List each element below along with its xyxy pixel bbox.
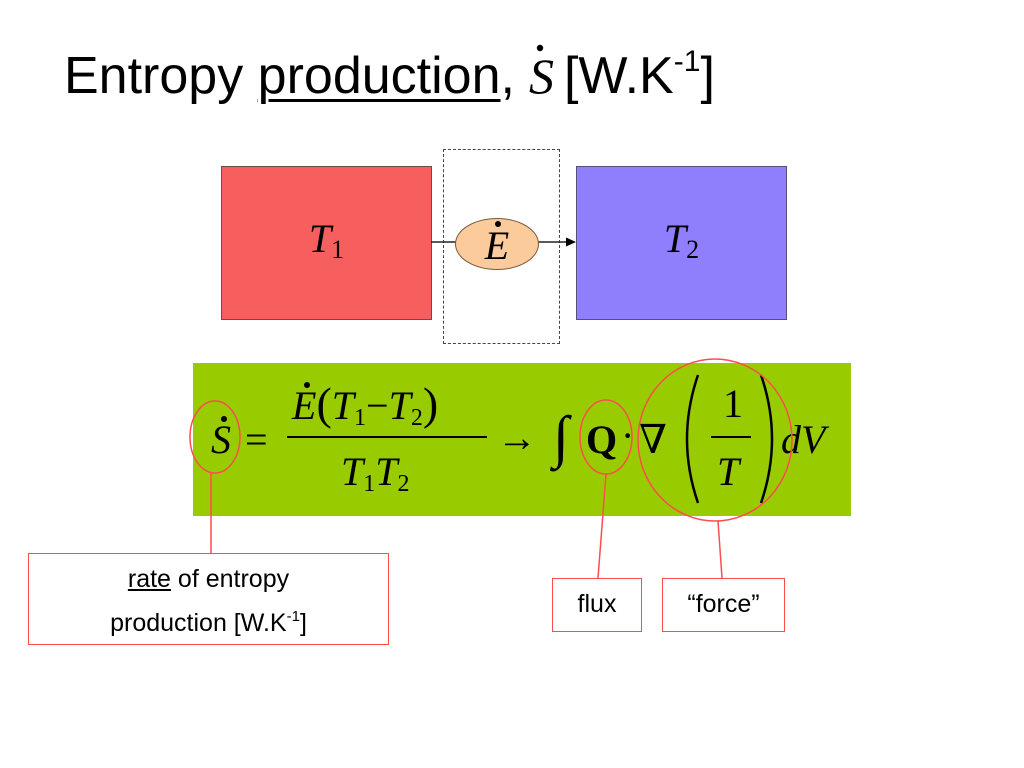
eq-num-minus: −	[366, 383, 389, 428]
title-text: Entropy	[64, 47, 258, 105]
note-rate-underlined: rate	[127, 565, 171, 593]
note-rate-close: ]	[299, 609, 307, 637]
title-unit-exponent: -1	[673, 45, 701, 78]
cold-temp-sub: 2	[686, 235, 700, 264]
energy-flow-symbol: E	[484, 221, 510, 268]
eq-num-t1: T	[331, 383, 355, 428]
eq-den-t2: T	[375, 449, 398, 494]
note-rate-exponent: -1	[286, 608, 300, 625]
title-dot-mark	[536, 44, 544, 52]
control-volume-boundary	[443, 149, 560, 344]
note-entropy-rate: rate of entropy production [W.K-1]	[28, 553, 389, 645]
energy-dot-mark	[494, 221, 501, 227]
eq-big-right-paren	[759, 374, 774, 504]
eq-equals: =	[245, 417, 268, 462]
eq-arrow: →	[497, 415, 537, 460]
eq-num-t2-sub: 2	[410, 405, 423, 431]
page-title: Entropy production,S[W.K-1]	[64, 30, 715, 108]
eq-den-t2-sub: 2	[397, 471, 410, 497]
note-flux: flux	[552, 578, 642, 632]
title-symbol-letter: S	[528, 48, 554, 104]
cold-reservoir-label: T2	[577, 215, 786, 265]
cold-temp-symbol: T	[663, 216, 687, 261]
eq-big-left-paren	[685, 374, 700, 504]
eq-integral: ∫	[553, 404, 569, 469]
eq-denominator: T1T2	[341, 449, 410, 507]
eq-num-e-dot	[304, 382, 310, 388]
energy-flow-ellipse: E	[455, 218, 539, 270]
eq-num-close-paren: )	[422, 378, 439, 429]
eq-num-open-paren: (	[316, 378, 332, 429]
eq-fraction-bar	[287, 436, 487, 438]
hot-reservoir-label: T1	[222, 215, 431, 265]
eq-num-e: E	[292, 382, 317, 428]
eq-numerator: E(T1−T2)	[292, 381, 438, 441]
energy-flow-letter: E	[484, 223, 510, 268]
entropy-production-equation: S = E(T1−T2) T1T2 → ∫ Q · ∇ 1 T dV	[193, 363, 851, 516]
note-force: “force”	[662, 578, 785, 632]
title-comma: ,	[500, 47, 515, 105]
eq-den-t1-sub: 1	[363, 471, 376, 497]
note-rate-line1: rate of entropy	[29, 560, 388, 598]
note-rate-line1-rest: of entropy	[170, 565, 290, 593]
eq-big-parens	[685, 374, 774, 504]
title-unit-close: ]	[700, 47, 715, 105]
eq-num-t1-sub: 1	[354, 405, 367, 431]
cold-reservoir: T2	[576, 166, 787, 320]
hot-temp-symbol: T	[308, 216, 332, 261]
eq-num-t2: T	[388, 383, 411, 428]
hot-reservoir: T1	[221, 166, 432, 320]
connector-force	[717, 520, 723, 579]
note-rate-line2: production [W.K-1]	[29, 598, 388, 642]
flow-arrowhead	[566, 237, 576, 247]
eq-num-e-letter: E	[292, 383, 317, 428]
title-entropy-rate-symbol: S	[528, 44, 554, 104]
note-rate-line2-text: production [W.K	[110, 609, 287, 637]
hot-temp-sub: 1	[331, 235, 345, 264]
eq-den-t1: T	[341, 449, 364, 494]
title-underlined-word: production	[257, 47, 501, 105]
title-unit-open: [W.K	[563, 47, 674, 105]
